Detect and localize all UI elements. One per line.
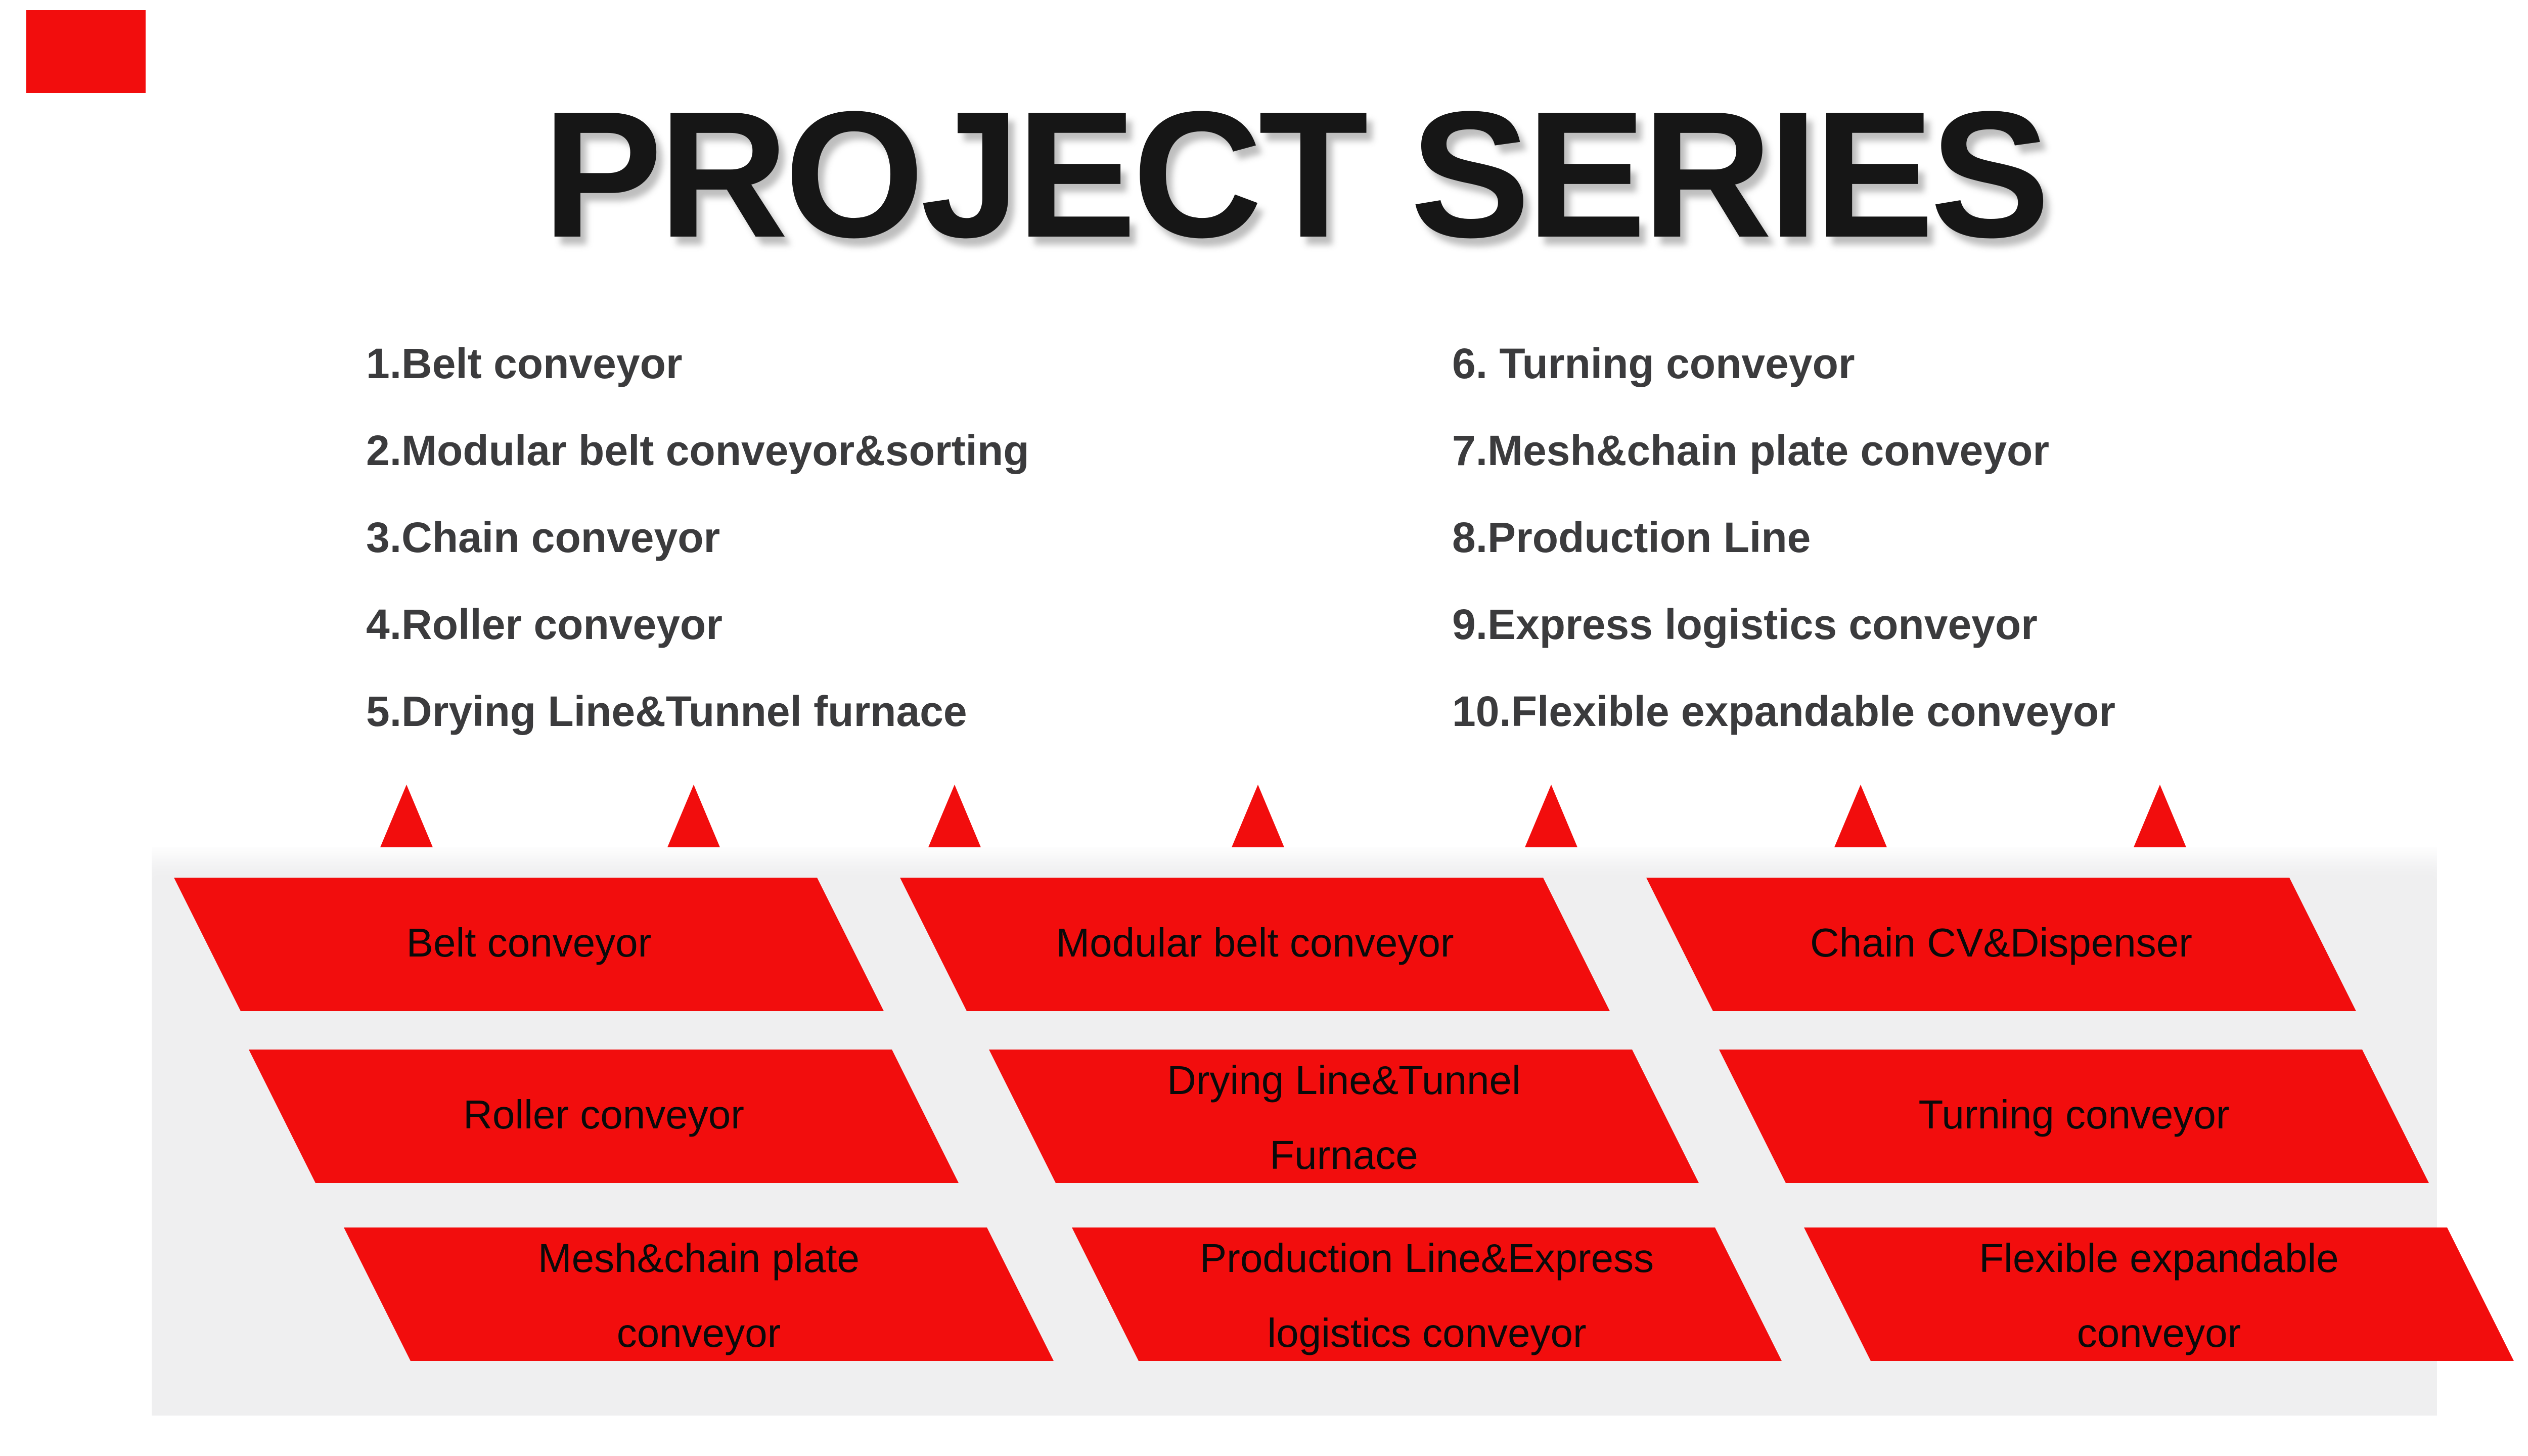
product-label-parallelogram: Production Line&Express logistics convey… bbox=[1072, 1227, 1782, 1361]
product-label-parallelogram: Turning conveyor bbox=[1719, 1050, 2429, 1183]
product-list-right: 6. Turning conveyor 7.Mesh&chain plate c… bbox=[1452, 322, 2115, 756]
product-label-text: Roller conveyor bbox=[463, 1093, 744, 1138]
product-label-text: Turning conveyor bbox=[1918, 1093, 2230, 1138]
product-label-text: Chain CV&Dispenser bbox=[1810, 921, 2192, 966]
product-label-text: Belt conveyor bbox=[406, 921, 652, 966]
product-list-left: 1.Belt conveyor 2.Modular belt conveyor&… bbox=[366, 322, 1029, 756]
up-triangle-icon bbox=[2134, 785, 2186, 847]
page-title: PROJECT SERIES bbox=[542, 73, 2050, 275]
product-label-parallelogram: Chain CV&Dispenser bbox=[1646, 878, 2356, 1011]
product-label-text: Modular belt conveyor bbox=[1056, 921, 1454, 966]
product-label-text: logistics conveyor bbox=[1267, 1312, 1587, 1357]
list-item: 3.Chain conveyor bbox=[366, 516, 720, 562]
up-triangle-icon bbox=[1834, 785, 1887, 847]
list-item: 6. Turning conveyor bbox=[1452, 342, 1855, 388]
product-label-parallelogram: Mesh&chain plate conveyor bbox=[344, 1227, 1054, 1361]
list-item: 4.Roller conveyor bbox=[366, 603, 723, 649]
product-label-parallelogram: Drying Line&Tunnel Furnace bbox=[989, 1050, 1699, 1183]
product-label-text: conveyor bbox=[616, 1312, 781, 1357]
product-label-parallelogram: Modular belt conveyor bbox=[900, 878, 1610, 1011]
product-label-parallelogram: Roller conveyor bbox=[249, 1050, 959, 1183]
up-triangle-icon bbox=[928, 785, 981, 847]
product-label-text: Furnace bbox=[1270, 1134, 1418, 1179]
product-label-text: Flexible expandable bbox=[1979, 1238, 2339, 1282]
list-item: 5.Drying Line&Tunnel furnace bbox=[366, 690, 967, 736]
list-item: 1.Belt conveyor bbox=[366, 342, 683, 388]
product-label-text: conveyor bbox=[2076, 1312, 2241, 1357]
up-triangle-icon bbox=[1232, 785, 1284, 847]
list-item: 8.Production Line bbox=[1452, 516, 1811, 562]
list-item: 9.Express logistics conveyor bbox=[1452, 603, 2038, 649]
up-triangle-icon bbox=[1525, 785, 1577, 847]
product-label-parallelogram: Flexible expandable conveyor bbox=[1804, 1227, 2514, 1361]
up-triangle-icon bbox=[667, 785, 720, 847]
red-square-marker bbox=[26, 10, 146, 93]
list-item: 2.Modular belt conveyor&sorting bbox=[366, 429, 1029, 475]
product-label-text: Production Line&Express bbox=[1199, 1238, 1654, 1282]
up-triangle-icon bbox=[380, 785, 433, 847]
product-label-parallelogram: Belt conveyor bbox=[174, 878, 884, 1011]
product-label-text: Mesh&chain plate bbox=[538, 1238, 860, 1282]
product-label-text: Drying Line&Tunnel bbox=[1167, 1060, 1521, 1104]
list-item: 10.Flexible expandable conveyor bbox=[1452, 690, 2115, 736]
list-item: 7.Mesh&chain plate conveyor bbox=[1452, 429, 2050, 475]
